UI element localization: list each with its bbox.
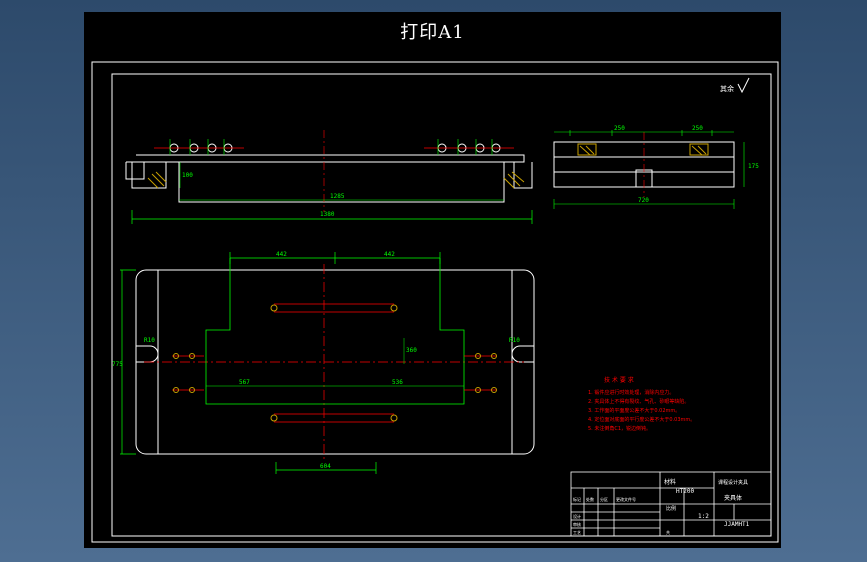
dim-inner-height: 360 bbox=[406, 347, 417, 354]
tb-material: HT200 bbox=[676, 488, 694, 495]
dim-bottom: 604 bbox=[320, 463, 331, 470]
tb-drawing-no: JJAMHT1 bbox=[724, 521, 750, 528]
plan-view: 442 442 567 536 604 775 360 R10 R10 bbox=[112, 251, 535, 474]
front-view: 1380 1285 100 bbox=[125, 130, 533, 224]
tech-heading: 技 术 要 求 bbox=[604, 376, 634, 384]
outer-frame bbox=[91, 61, 779, 543]
tb-label-mark: 标记 bbox=[573, 496, 581, 502]
dim-right-span: 442 bbox=[384, 251, 395, 258]
dim-plan-width: 775 bbox=[112, 361, 123, 368]
drawing-sheet: 打印A1 其余 bbox=[84, 12, 781, 548]
tech-item-5: 5. 未注倒角C1，锐边倒钝。 bbox=[588, 425, 651, 432]
page-title: 打印A1 bbox=[400, 22, 465, 43]
side-view: 250 250 720 175 bbox=[553, 125, 759, 209]
tech-item-3: 3. 工作面的平面度公差不大于0.02mm。 bbox=[588, 407, 680, 414]
tb-school: 课程设计夹具 bbox=[718, 479, 748, 486]
dim-lower-right: 536 bbox=[392, 379, 403, 386]
side-dim-width: 720 bbox=[638, 197, 649, 204]
tech-item-2: 2. 夹具体上不得有裂纹、气孔、砂眼等缺陷。 bbox=[588, 398, 689, 405]
tb-label-total: 共 bbox=[666, 529, 670, 535]
radius-right: R10 bbox=[509, 337, 520, 344]
tb-label-change: 更改文件号 bbox=[616, 496, 636, 502]
inner-frame bbox=[111, 73, 772, 537]
tb-scale: 1:2 bbox=[698, 513, 709, 520]
tb-label-design: 设计 bbox=[573, 513, 581, 519]
tb-scale-label: 比例 bbox=[666, 505, 676, 512]
side-dim-2: 250 bbox=[692, 125, 703, 132]
dim-left-span: 442 bbox=[276, 251, 287, 258]
tech-requirements: 技 术 要 求 1. 锻件应进行时效处理，消除内应力。 2. 夹具体上不得有裂纹… bbox=[588, 376, 695, 432]
side-dim-height: 175 bbox=[748, 163, 759, 170]
radius-left: R10 bbox=[144, 337, 155, 344]
cad-drawing: 其余 1380 1285 bbox=[91, 61, 779, 543]
tb-material-label: 材料 bbox=[664, 478, 676, 486]
tb-part-name: 夹具体 bbox=[724, 494, 742, 502]
roughness-label: 其余 bbox=[720, 84, 734, 93]
dim-height: 100 bbox=[182, 172, 193, 179]
dim-lower-left: 567 bbox=[239, 379, 250, 386]
tb-label-process: 工艺 bbox=[573, 530, 581, 535]
roughness-symbol bbox=[737, 77, 750, 94]
tb-label-zone: 分区 bbox=[600, 496, 608, 502]
dim-overall-length: 1380 bbox=[320, 211, 335, 218]
tb-label-review: 审核 bbox=[573, 521, 581, 527]
title-block bbox=[570, 471, 772, 537]
tech-item-4: 4. 定位面对底面的平行度公差不大于0.03mm。 bbox=[588, 416, 695, 423]
tb-label-count: 处数 bbox=[586, 496, 594, 502]
side-dim-1: 250 bbox=[614, 125, 625, 132]
dim-inner-length: 1285 bbox=[330, 193, 345, 200]
tech-item-1: 1. 锻件应进行时效处理，消除内应力。 bbox=[588, 389, 674, 396]
